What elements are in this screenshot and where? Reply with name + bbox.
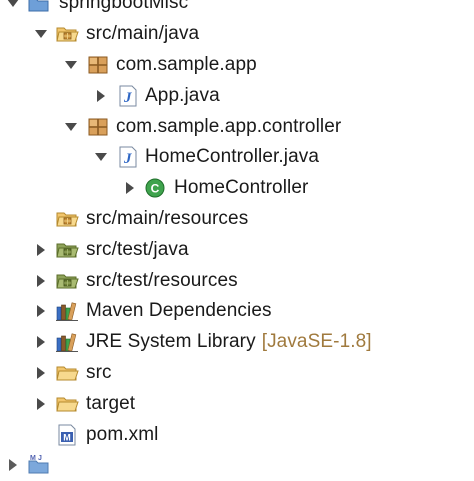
tree-item-target[interactable]: target — [0, 388, 474, 419]
tree-item-label: com.sample.app.controller — [116, 112, 341, 142]
chevron-down-icon[interactable] — [62, 56, 80, 74]
tree-item-com-sample-app[interactable]: com.sample.app — [0, 50, 474, 81]
svg-text:M: M — [30, 455, 36, 462]
tree-item-src-test-resources[interactable]: src/test/resources — [0, 265, 474, 296]
tree-item-src-main-java[interactable]: src/main/java — [0, 19, 474, 50]
library-icon — [55, 299, 79, 323]
tree-item-label: src — [86, 358, 112, 388]
class-icon: C — [143, 176, 167, 200]
java-file-icon: J — [116, 145, 140, 169]
tree-item-label: Maven Dependencies — [86, 296, 272, 326]
tree-item-src-main-resources[interactable]: src/main/resources — [0, 204, 474, 235]
tree-item-next-project[interactable]: M J — [0, 450, 474, 481]
tree-item-label: HomeController — [174, 173, 308, 203]
svg-text:J: J — [123, 151, 132, 167]
chevron-right-icon[interactable] — [32, 302, 50, 320]
tree-item-label: src/main/resources — [86, 204, 248, 234]
tree-item-pom-xml[interactable]: M pom.xml — [0, 419, 474, 450]
tree-item-app-java[interactable]: J App.java — [0, 80, 474, 111]
chevron-right-icon[interactable] — [121, 179, 139, 197]
chevron-down-icon[interactable] — [92, 148, 110, 166]
tree-item-label: JRE System Library [JavaSE-1.8] — [86, 327, 372, 357]
chevron-down-icon[interactable] — [62, 118, 80, 136]
chevron-down-icon[interactable] — [4, 0, 22, 12]
tree-item-label: App.java — [145, 81, 220, 111]
chevron-right-icon[interactable] — [32, 395, 50, 413]
svg-text:J: J — [123, 90, 132, 106]
jre-version-decoration: [JavaSE-1.8] — [262, 331, 372, 352]
folder-icon — [55, 361, 79, 385]
tree-item-homecontroller-class[interactable]: C HomeController — [0, 173, 474, 204]
tree-item-maven-dependencies[interactable]: Maven Dependencies — [0, 296, 474, 327]
tree-item-label: src/test/resources — [86, 266, 238, 296]
package-icon — [86, 53, 110, 77]
tree-item-label: src/main/java — [86, 19, 199, 49]
svg-text:M: M — [63, 432, 71, 442]
chevron-right-icon[interactable] — [32, 241, 50, 259]
tree-item-label: target — [86, 389, 135, 419]
maven-pom-icon: M — [55, 423, 79, 447]
maven-project-icon: M J — [27, 0, 51, 15]
svg-text:J: J — [38, 455, 42, 462]
source-folder-icon — [55, 22, 79, 46]
library-icon — [55, 330, 79, 354]
package-icon — [86, 115, 110, 139]
test-source-folder-icon — [55, 269, 79, 293]
chevron-right-icon[interactable] — [32, 364, 50, 382]
tree-item-src-test-java[interactable]: src/test/java — [0, 234, 474, 265]
test-source-folder-icon — [55, 238, 79, 262]
chevron-down-icon[interactable] — [32, 25, 50, 43]
tree-item-label: springbootMisc — [59, 0, 188, 18]
tree-item-label: src/test/java — [86, 235, 189, 265]
chevron-right-icon[interactable] — [32, 272, 50, 290]
tree-item-springbootmisc[interactable]: M J springbootMisc — [0, 0, 474, 19]
library-name: JRE System Library — [86, 331, 256, 352]
tree-item-homecontroller-java[interactable]: J HomeController.java — [0, 142, 474, 173]
folder-icon — [55, 392, 79, 416]
tree-item-src[interactable]: src — [0, 358, 474, 389]
tree-item-jre-system-library[interactable]: JRE System Library [JavaSE-1.8] — [0, 327, 474, 358]
chevron-right-icon[interactable] — [92, 87, 110, 105]
java-file-icon: J — [116, 84, 140, 108]
tree-item-label: HomeController.java — [145, 142, 319, 172]
tree-item-label: com.sample.app — [116, 50, 257, 80]
source-folder-icon — [55, 207, 79, 231]
chevron-right-icon[interactable] — [32, 333, 50, 351]
tree-item-label: pom.xml — [86, 420, 159, 450]
svg-text:C: C — [151, 182, 160, 196]
chevron-right-icon[interactable] — [4, 456, 22, 474]
tree-item-com-sample-app-controller[interactable]: com.sample.app.controller — [0, 111, 474, 142]
